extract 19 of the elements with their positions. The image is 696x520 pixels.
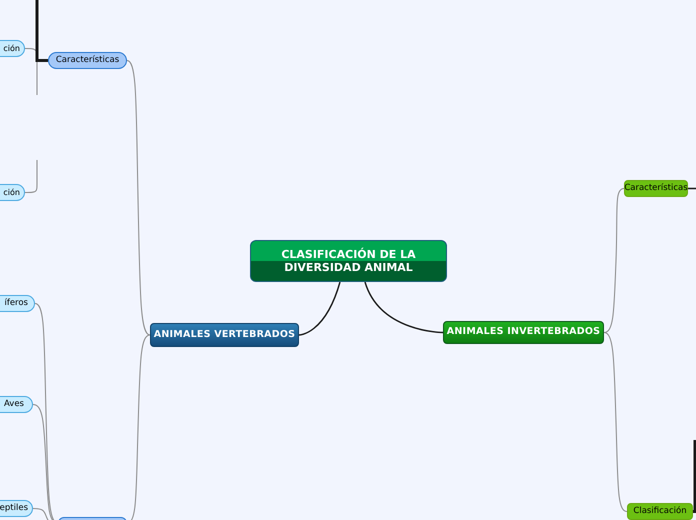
connector-line (36, 0, 48, 62)
subtopic-tab: Características (624, 180, 688, 197)
main-topic-box: ANIMALES INVERTEBRADOS (443, 321, 604, 344)
connector-line (604, 188, 624, 333)
subtopic-pill: ción (0, 40, 25, 57)
connector-line (24, 160, 38, 193)
subtopic-pill: Características (48, 52, 127, 69)
connector-line (126, 60, 150, 336)
subtopic-pill: ción (0, 184, 25, 201)
subtopic-pill: Aves (0, 396, 33, 413)
connector-line (298, 282, 341, 336)
root-topic-box: CLASIFICACIÓN DE LA DIVERSIDAD ANIMAL (250, 240, 447, 282)
subtopic-tab: Clasificación (627, 503, 693, 520)
connector-line (604, 332, 628, 512)
main-topic-box: ANIMALES VERTEBRADOS (150, 323, 299, 347)
subtopic-pill: íferos (0, 295, 35, 312)
subtopic-pill: eptiles (0, 500, 33, 517)
connector-line (364, 282, 444, 334)
connector-line (693, 440, 696, 513)
